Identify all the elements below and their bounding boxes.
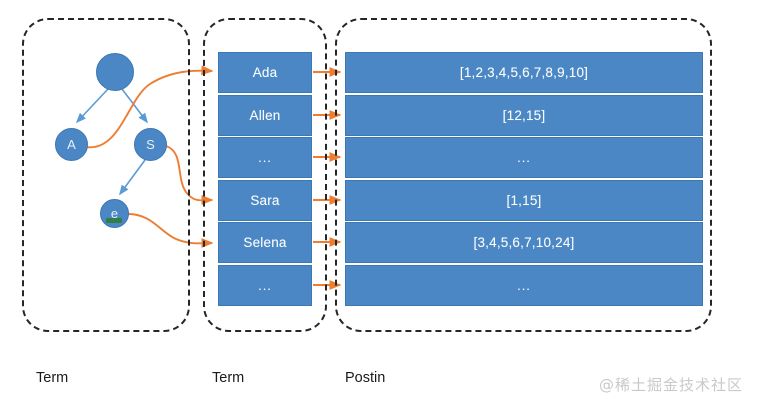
term-dictionary-row[interactable]: Selena — [218, 222, 312, 263]
panel-posting — [335, 18, 712, 332]
caption-term-index-line1: Term — [36, 370, 69, 386]
tree-edge-s-to-e — [119, 159, 146, 196]
caption-term-dictionary-line1: Term — [212, 370, 245, 386]
term-dictionary-row[interactable]: ... — [218, 137, 312, 178]
caption-term-index: Term Index — [36, 341, 71, 403]
term-dictionary-row[interactable]: Sara — [218, 180, 312, 221]
posting-list-row[interactable]: [1,15] — [345, 180, 703, 221]
panel-term-index — [22, 18, 190, 332]
caption-posting-line1: Postin — [345, 370, 386, 386]
tree-edge-root-to-a — [75, 88, 109, 124]
watermark: @稀土掘金技术社区 — [598, 376, 743, 394]
tree-node-a[interactable]: A — [55, 128, 88, 161]
posting-list-row[interactable]: ... — [345, 265, 703, 306]
tree-edge-root-to-s — [121, 88, 148, 124]
link-e-to-selena — [127, 213, 214, 248]
caption-posting: Postin g — [345, 341, 385, 403]
posting-list-row[interactable]: [12,15] — [345, 95, 703, 136]
tree-node-s[interactable]: S — [134, 128, 167, 161]
posting-list-row[interactable]: [3,4,5,6,7,10,24] — [345, 222, 703, 263]
caption-term-dictionary: Term Dictionary — [212, 341, 276, 403]
term-dictionary-row[interactable]: Allen — [218, 95, 312, 136]
link-a-to-ada — [85, 65, 214, 148]
term-dictionary-row[interactable]: Ada — [218, 52, 312, 93]
tree-node-root[interactable] — [96, 53, 134, 91]
panel-term-dictionary — [203, 18, 327, 332]
tree-node-e[interactable]: e — [100, 199, 129, 228]
posting-list-row[interactable]: [1,2,3,4,5,6,7,8,9,10] — [345, 52, 703, 93]
posting-list-row[interactable]: ... — [345, 137, 703, 178]
term-dictionary-row[interactable]: ... — [218, 265, 312, 306]
node-e-underline-artifact — [106, 218, 122, 223]
